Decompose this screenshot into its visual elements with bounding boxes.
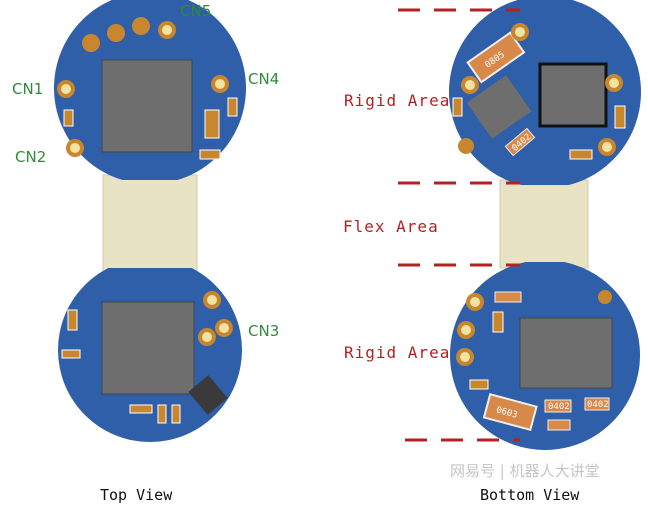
pad-hole [207,295,217,305]
resistor-0402-label: 0402 [587,400,609,410]
mcu-chip-bottom [519,317,613,389]
pad-hole [470,297,480,307]
resistor [452,97,463,117]
cn4-label: CN4 [248,70,279,88]
resistor [129,404,153,414]
ic-chip [538,62,608,128]
flex-cable-bottom-view [499,179,589,269]
pad-hole [202,332,212,342]
top-view-board [54,0,246,442]
pad-hole [609,78,619,88]
pad-hole [61,84,71,94]
cn1-label: CN1 [12,80,43,98]
resistor [492,311,504,333]
bottom-view-board: 0805 0402 0603 0402 0402 [449,0,641,450]
soic-chip [466,75,532,139]
mcu-chip-lower [101,301,195,395]
flex-cable-top-view [102,174,198,274]
resistor-0402-label: 0402 [548,402,570,412]
pad [458,138,474,154]
cn5-label: CN5 [180,2,211,20]
resistor [204,109,220,139]
pad-hole [162,25,172,35]
pad-hole [515,27,525,37]
resistor [67,309,78,331]
resistor [199,149,221,160]
watermark: 网易号 | 机器人大讲堂 [450,462,600,480]
resistor [614,105,626,129]
pad-hole [602,142,612,152]
resistor [63,109,74,127]
pad-hole [70,143,80,153]
resistor-0805: 0805 [466,31,526,84]
rigid-area-label-top: Rigid Area [344,91,450,110]
resistor [494,291,522,303]
resistor [469,379,489,390]
pad [132,17,150,35]
pad [82,34,100,52]
pad-hole [219,323,229,333]
cn3-label: CN3 [248,322,279,340]
pad-hole [215,79,225,89]
pad [598,290,612,304]
rigid-area-label-bottom: Rigid Area [344,343,450,362]
resistor [227,97,238,117]
resistor [61,349,81,359]
flex-area-label: Flex Area [343,217,439,236]
bottom-view-caption: Bottom View [480,486,580,504]
pad-hole [461,325,471,335]
resistor [157,404,167,424]
resistor [547,419,571,431]
cn2-label: CN2 [15,148,46,166]
resistor-0402: 0402 [544,399,572,413]
resistor [171,404,181,424]
pad [107,24,125,42]
pad-hole [465,80,475,90]
resistor-0603: 0603 [482,393,538,432]
transistor [188,375,228,415]
top-view-caption: Top View [100,486,173,504]
resistor [569,149,593,160]
pad-hole [460,352,470,362]
mcu-chip [101,59,193,153]
resistor-0402: 0402 [584,397,610,411]
